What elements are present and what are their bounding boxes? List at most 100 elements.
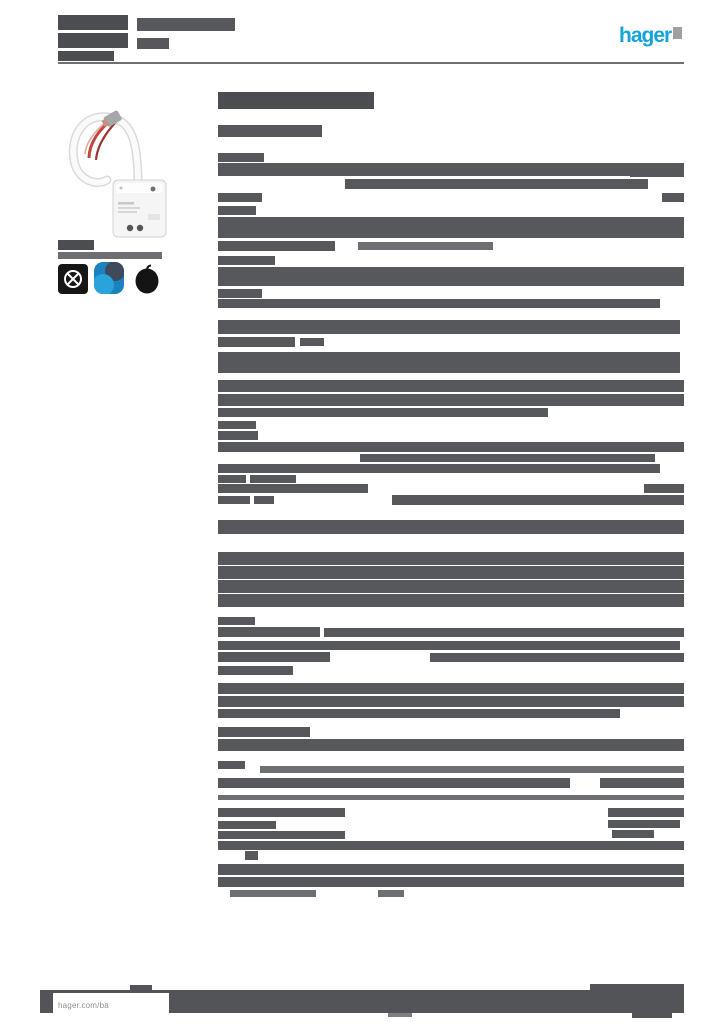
redacted-text-line — [218, 289, 262, 298]
footer-bar — [40, 990, 684, 1013]
device-vent — [148, 214, 160, 220]
device-terminal — [136, 224, 144, 232]
redacted-text-line — [245, 851, 258, 860]
redacted-text-line — [388, 1010, 412, 1017]
redacted-text-line — [230, 890, 316, 897]
redacted-text-line — [218, 408, 548, 417]
redacted-text-line — [250, 475, 296, 483]
redacted-text-line — [58, 252, 162, 259]
redacted-text-line — [600, 778, 684, 788]
redacted-text-line — [218, 464, 660, 473]
redacted-text-line — [218, 520, 684, 534]
footer-url-box: hager.com/ba — [53, 993, 169, 1018]
redacted-text-line — [630, 163, 684, 177]
header-divider — [58, 62, 684, 64]
redacted-text-line — [392, 495, 684, 505]
redacted-text-line — [345, 179, 648, 189]
hager-logo: hager — [619, 24, 683, 47]
redacted-text-line — [218, 163, 684, 176]
redacted-text-line — [218, 864, 684, 875]
device-label-line — [118, 211, 137, 213]
redacted-text-line — [218, 641, 680, 650]
redacted-text-line — [260, 766, 684, 773]
redacted-text-line — [218, 206, 256, 215]
redacted-text-line — [662, 193, 684, 202]
redacted-text-line — [218, 795, 684, 800]
device-terminal — [126, 224, 134, 232]
redacted-text-line — [218, 739, 684, 751]
logo-trademark-square — [673, 27, 683, 39]
redacted-text-line — [137, 18, 235, 31]
redacted-text-line — [300, 338, 324, 346]
device-label-line — [118, 207, 140, 209]
redacted-text-line — [218, 92, 374, 109]
redacted-text-line — [218, 627, 320, 637]
configuration-tool-icon — [58, 264, 88, 294]
page-number-box — [632, 1005, 672, 1018]
redacted-text-line — [218, 566, 684, 579]
redacted-text-line — [218, 193, 262, 202]
wire-dark-red — [94, 122, 116, 161]
redacted-text-line — [218, 217, 684, 238]
hager-logo-text: hager — [619, 24, 672, 47]
redacted-text-line — [378, 890, 404, 897]
product-photo — [58, 84, 184, 244]
redacted-text-line — [218, 831, 345, 839]
redacted-text-line — [218, 709, 620, 718]
redacted-text-line — [358, 242, 493, 250]
redacted-text-line — [218, 256, 275, 265]
redacted-text-line — [218, 421, 256, 429]
redacted-text-line — [612, 830, 654, 838]
redacted-text-line — [218, 552, 684, 565]
redacted-text-line — [360, 454, 655, 462]
redacted-text-line — [218, 380, 684, 392]
device-screw — [119, 186, 123, 190]
product-photo-image — [68, 110, 167, 238]
redacted-text-line — [137, 38, 169, 49]
redacted-text-line — [58, 15, 128, 30]
redacted-text-line — [218, 431, 258, 440]
redacted-text-line — [218, 821, 276, 829]
redacted-text-line — [218, 666, 293, 675]
redacted-text-line — [218, 299, 660, 308]
footer-url-link[interactable]: hager.com/ba — [58, 1001, 109, 1010]
redacted-text-line — [218, 153, 264, 162]
redacted-text-line — [218, 442, 684, 452]
redacted-text-line — [218, 125, 322, 137]
redacted-text-line — [324, 628, 684, 637]
redacted-text-line — [218, 683, 684, 694]
redacted-text-line — [218, 778, 570, 788]
redacted-text-line — [218, 841, 684, 850]
black-app-icon — [134, 264, 160, 294]
device-led — [150, 186, 156, 192]
redacted-text-line — [218, 337, 295, 347]
redacted-text-line — [430, 653, 684, 662]
redacted-text-line — [130, 985, 152, 991]
redacted-text-line — [218, 761, 245, 769]
redacted-text-line — [218, 808, 345, 817]
redacted-text-line — [218, 580, 684, 593]
cable-body — [70, 113, 141, 187]
redacted-text-line — [218, 496, 250, 504]
redacted-text-line — [218, 394, 684, 406]
redacted-text-line — [218, 267, 684, 286]
redacted-text-line — [218, 877, 684, 887]
redacted-text-line — [218, 484, 368, 493]
blue-app-icon — [94, 262, 124, 294]
redacted-text-line — [58, 51, 114, 61]
redacted-text-line — [58, 240, 94, 250]
redacted-text-line — [218, 594, 684, 607]
cable-connector — [101, 110, 122, 128]
redacted-text-line — [218, 617, 255, 625]
redacted-text-line — [608, 820, 680, 828]
redacted-text-line — [218, 475, 246, 483]
redacted-text-line — [218, 352, 680, 373]
redacted-text-line — [58, 33, 128, 48]
redacted-text-line — [218, 652, 330, 662]
redacted-text-line — [644, 484, 684, 493]
redacted-text-line — [218, 320, 680, 334]
redacted-text-line — [218, 727, 310, 737]
redacted-text-line — [608, 808, 684, 817]
